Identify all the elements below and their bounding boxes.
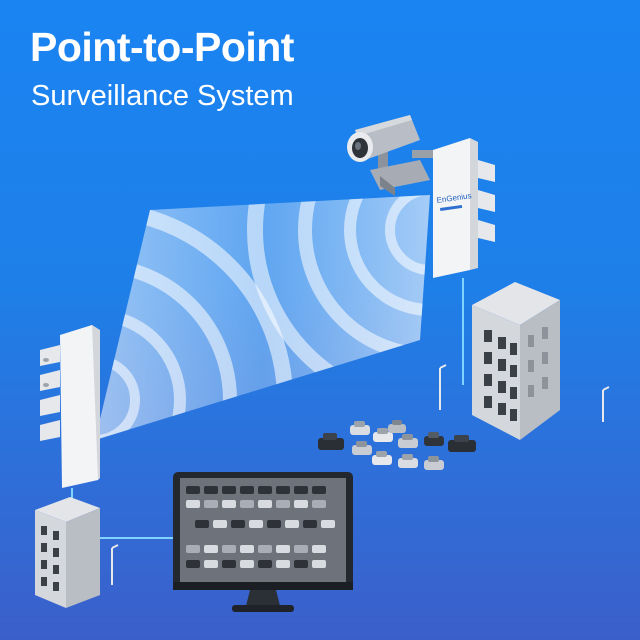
street-lamp-icon xyxy=(111,544,119,585)
office-building-icon xyxy=(35,497,100,608)
page-subtitle: Surveillance System xyxy=(31,80,294,112)
wireless-access-point-icon xyxy=(40,325,100,488)
office-building-icon xyxy=(472,282,560,440)
security-camera-icon xyxy=(347,115,434,196)
parked-cars-icon xyxy=(318,420,476,470)
street-lamp-icon xyxy=(439,364,610,422)
wireless-access-point-icon: EnGenius xyxy=(433,138,495,278)
page-title: Point-to-Point xyxy=(30,24,294,70)
monitor-icon xyxy=(173,472,353,612)
